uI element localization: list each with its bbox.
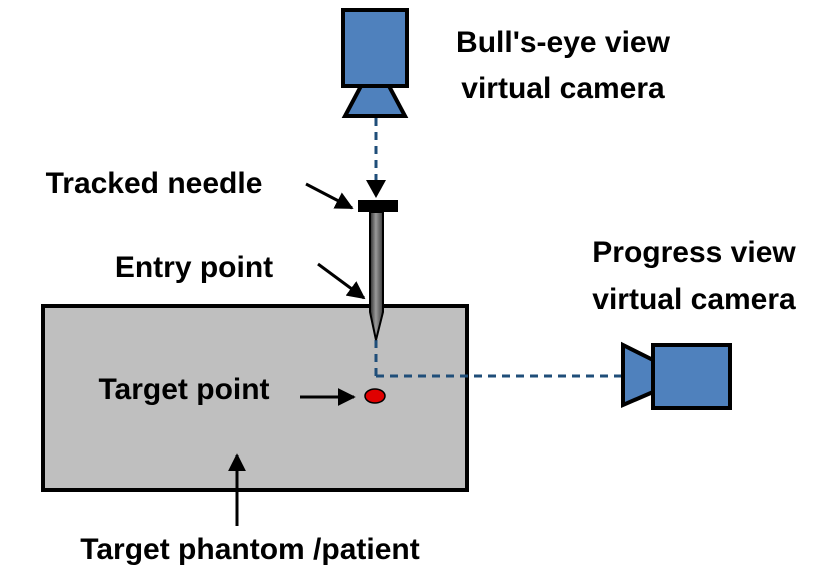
target-point-label: Target point [98, 373, 269, 406]
bulls-eye-camera-icon [341, 8, 409, 118]
progress-camera-label-line1: Progress view [592, 236, 796, 269]
bulls-eye-camera-label-line2: virtual camera [461, 72, 665, 105]
target-phantom-label: Target phantom /patient [80, 533, 419, 566]
entry-point-arrow [317, 262, 366, 300]
entry-point-label: Entry point [115, 251, 273, 284]
tracked-needle-icon [358, 180, 398, 341]
tracked-needle-label: Tracked needle [46, 167, 263, 200]
target-point-dot [364, 388, 386, 404]
tracked-needle-arrow [305, 182, 354, 210]
target-phantom-box [41, 304, 469, 492]
bulls-eye-camera-label-line1: Bull's-eye view [456, 26, 671, 59]
progress-camera-icon [621, 341, 732, 410]
progress-camera-label-line2: virtual camera [592, 283, 796, 316]
